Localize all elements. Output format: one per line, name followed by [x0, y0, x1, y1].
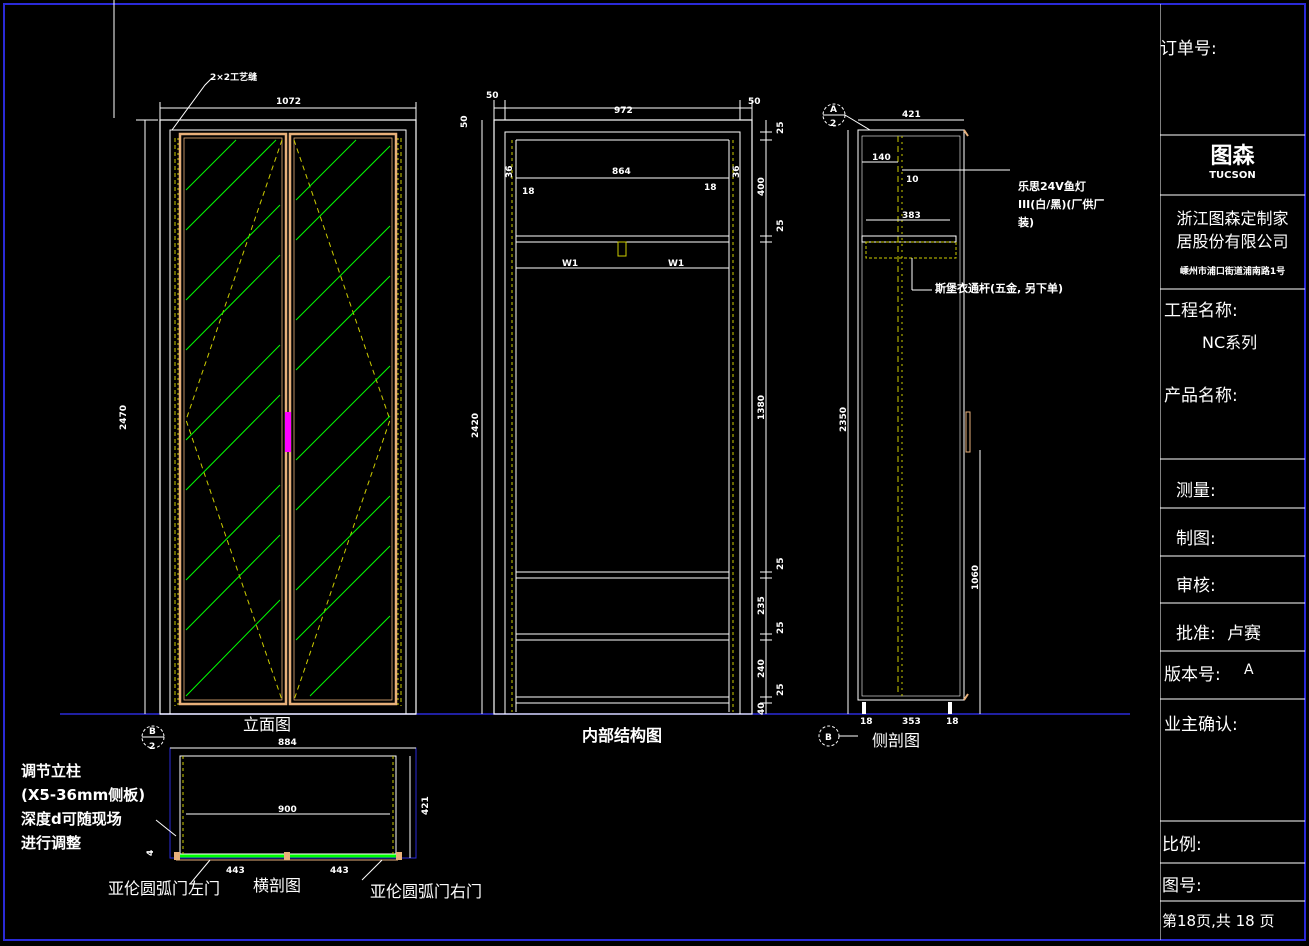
int-h1-dim: 25 [776, 121, 786, 134]
elev-height-dim: 2470 [119, 405, 129, 430]
draw-label: 制图: [1176, 529, 1216, 549]
int-h4-dim: 1380 [757, 395, 767, 420]
drawing-no-label: 图号: [1162, 876, 1202, 896]
page-text: 第18页,共 18 页 [1162, 912, 1275, 930]
plan-right-dim: 443 [330, 866, 349, 876]
title-block-grid [1160, 4, 1305, 940]
company-logo: 图森 TUCSON [1160, 144, 1305, 182]
logo-en: TUCSON [1209, 170, 1256, 181]
plan-depth-dim: 421 [421, 796, 431, 815]
elev-seam-note: 2×2工艺缝 [210, 71, 257, 83]
owner-label: 业主确认: [1164, 715, 1238, 735]
plan-caption: 横剖图 [253, 876, 301, 895]
int-h2-dim: 400 [757, 177, 767, 196]
project-label: 工程名称: [1164, 301, 1238, 321]
int-side-left-dim: 18 [522, 187, 535, 197]
door-handle [285, 412, 291, 452]
plan-view: B 2 884 900 421 443 443 4 调节立柱 (X5-36mm侧… [21, 725, 482, 901]
side-height-dim: 2350 [839, 407, 849, 432]
int-h6-dim: 235 [757, 596, 767, 615]
company-line-1: 浙江图森定制家 [1176, 209, 1289, 228]
logo-cn: 图森 [1210, 144, 1255, 169]
int-left-dim: 50 [486, 91, 499, 101]
side-light-note-2: III(白/黑)(厂供厂 [1018, 197, 1104, 211]
side-marker-top: A [830, 105, 837, 115]
int-rail1-dim: W1 [562, 259, 578, 269]
int-height-dim: 2420 [471, 413, 481, 438]
int-side-right-dim: 18 [704, 183, 717, 193]
side-lower-dim: 1060 [971, 565, 981, 590]
side-width-dim: 421 [902, 110, 921, 120]
side-caption: 侧剖图 [872, 731, 920, 750]
side-rod-note: 斯堡衣通杆(五金, 另下单) [935, 281, 1063, 295]
int-inner-dim: 864 [612, 167, 631, 177]
version-label: 版本号: [1164, 665, 1221, 685]
int-s1-dim: 36 [505, 165, 515, 178]
side-marker-bottom: B [825, 733, 832, 743]
sheet-frame [3, 3, 1306, 941]
int-rail2-dim: W1 [668, 259, 684, 269]
side-marker-top-sub: 2 [830, 119, 836, 129]
side-d2-dim: 10 [906, 175, 919, 185]
int-h10-dim: 40 [757, 702, 767, 715]
int-s2-dim: 36 [732, 165, 742, 178]
int-right-dim: 50 [748, 97, 761, 107]
int-h9-dim: 25 [776, 683, 786, 696]
side-light-note-3: 装) [1017, 215, 1034, 229]
int-h7-dim: 25 [776, 621, 786, 634]
int-width-dim: 972 [614, 106, 633, 116]
plan-marker: B [149, 727, 156, 737]
interior-view: 972 50 50 50 2420 864 18 18 36 36 W1 [460, 91, 786, 745]
plan-marker-sub: 2 [149, 742, 155, 752]
plan-note-line-4: 进行调整 [21, 834, 81, 852]
int-h3-dim: 25 [776, 219, 786, 232]
side-b1-dim: 18 [860, 717, 873, 727]
elevation-caption: 立面图 [243, 715, 291, 734]
plan-edge-dim: 4 [146, 850, 156, 856]
elev-width-dim: 1072 [276, 97, 301, 107]
side-view: A 2 421 383 140 10 乐思24V鱼灯 III(白/黑)(厂供厂 … [818, 103, 1104, 750]
order-label: 订单号: [1160, 39, 1217, 59]
project-value: NC系列 [1202, 333, 1258, 352]
review-label: 审核: [1176, 576, 1216, 596]
plan-note-line-2: (X5-36mm侧板) [21, 786, 145, 804]
scale-label: 比例: [1162, 835, 1202, 855]
company-line-2: 居股份有限公司 [1176, 232, 1289, 251]
approve-label: 批准: [1176, 624, 1216, 644]
plan-note-line-1: 调节立柱 [21, 762, 81, 780]
interior-caption: 内部结构图 [582, 726, 662, 745]
elevation-view: 1072 2×2工艺缝 2470 [119, 71, 417, 734]
plan-width-dim: 884 [278, 738, 297, 748]
plan-left-door: 亚伦圆弧门左门 [108, 879, 220, 898]
measure-label: 测量: [1176, 481, 1216, 501]
plan-note-line-3: 深度d可随现场 [21, 810, 122, 828]
plan-left-dim: 443 [226, 866, 245, 876]
product-label: 产品名称: [1164, 386, 1238, 406]
side-light-note: 乐思24V鱼灯 [1018, 179, 1086, 193]
approve-value: 卢赛 [1227, 624, 1261, 644]
plan-right-door: 亚伦圆弧门右门 [370, 882, 482, 901]
version-value: A [1244, 662, 1254, 678]
int-h8-dim: 240 [757, 659, 767, 678]
title-block: 订单号: 图森 TUCSON 浙江图森定制家 居股份有限公司 嵊州市浦口街道浦南… [1160, 4, 1305, 940]
side-b3-dim: 18 [946, 717, 959, 727]
side-d1-dim: 140 [872, 153, 891, 163]
company-address: 嵊州市浦口街道浦南路1号 [1179, 267, 1286, 277]
int-h5-dim: 25 [776, 557, 786, 570]
side-b2-dim: 353 [902, 717, 921, 727]
int-top-dim: 50 [460, 115, 470, 128]
side-d3-dim: 383 [902, 211, 921, 221]
plan-inner-dim: 900 [278, 805, 297, 815]
